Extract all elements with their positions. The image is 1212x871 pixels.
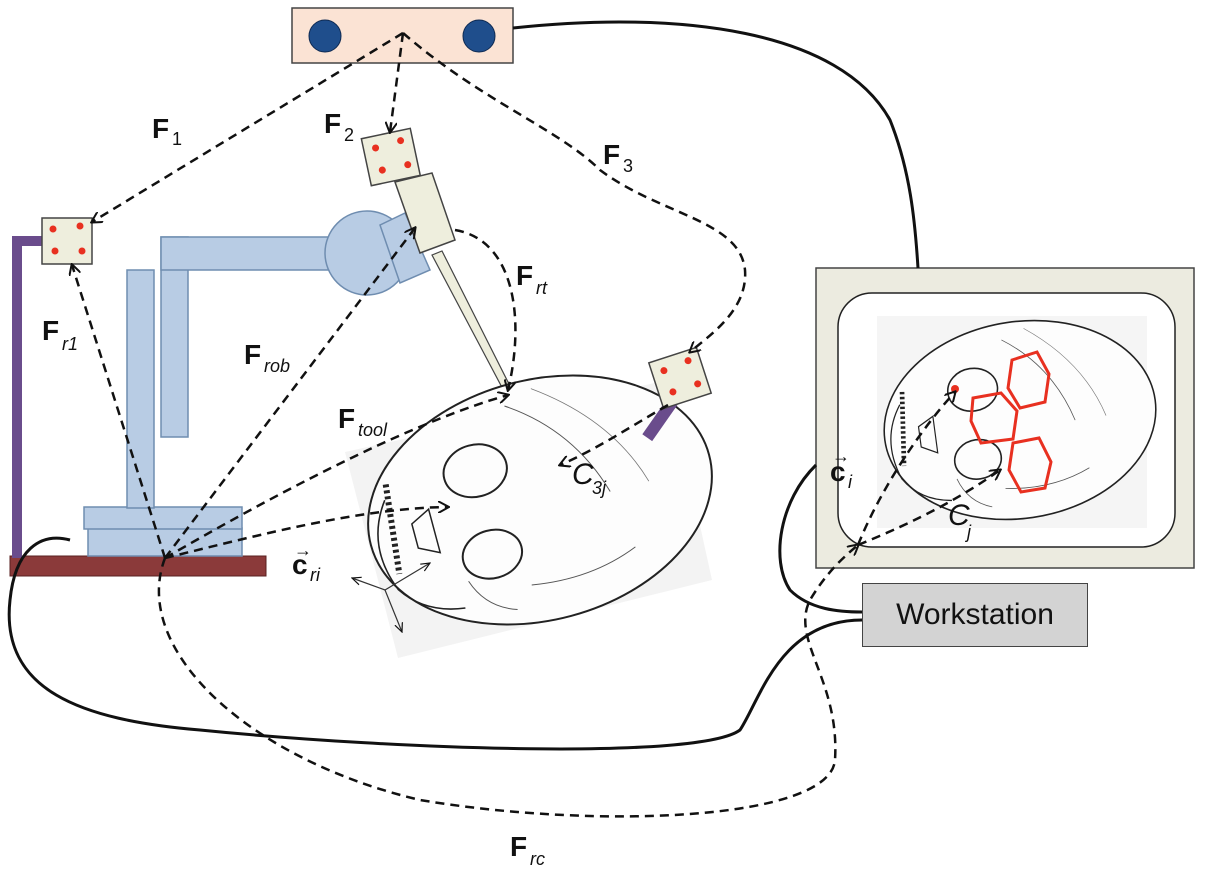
label-c3j: C 3j [572, 458, 607, 498]
contour-point [951, 385, 959, 393]
svg-text:→: → [832, 446, 850, 466]
svg-text:r1: r1 [62, 334, 78, 354]
contour-orbit-top [1006, 350, 1051, 410]
svg-text:F: F [603, 139, 620, 170]
label-cj: C j [948, 499, 972, 542]
label-f3: F 3 [603, 139, 633, 176]
svg-text:2: 2 [344, 125, 354, 145]
patient-skull-image [340, 339, 740, 661]
svg-text:rt: rt [536, 278, 548, 298]
workstation-box: Workstation [862, 583, 1088, 647]
svg-text:rob: rob [264, 356, 290, 376]
label-cri: → c ri [292, 540, 321, 585]
monitor [815, 267, 1195, 569]
reference-post-arm [12, 236, 44, 246]
svg-text:c: c [830, 456, 846, 487]
arrow-f2 [390, 32, 405, 132]
svg-text:1: 1 [172, 129, 182, 149]
label-ci: → c i [830, 446, 853, 492]
svg-text:F: F [510, 831, 527, 862]
arrow-ci [856, 392, 955, 546]
svg-text:i: i [848, 472, 853, 492]
svg-text:C: C [572, 458, 594, 491]
transform-arrows [72, 31, 1000, 818]
svg-text:tool: tool [358, 420, 388, 440]
arrow-frt [454, 228, 517, 390]
svg-text:F: F [516, 260, 533, 291]
svg-text:C: C [948, 499, 970, 532]
contour-nasal [969, 391, 1019, 445]
reference-post [12, 236, 22, 558]
contour-orbit-bottom [1007, 436, 1053, 494]
svg-text:ri: ri [310, 565, 321, 585]
arrow-c3j [560, 403, 669, 465]
cables [7, 20, 920, 751]
label-frt: F rt [516, 260, 548, 298]
camera-lens-left [308, 19, 342, 53]
svg-text:F: F [244, 339, 261, 370]
arrow-frob [164, 228, 415, 559]
svg-text:→: → [294, 540, 312, 560]
arrow-f1 [92, 31, 404, 222]
workstation-label: Workstation [896, 598, 1054, 631]
patient-axes [352, 563, 430, 632]
label-f1: F 1 [152, 113, 182, 149]
tool-holder [394, 172, 514, 396]
svg-text:j: j [964, 522, 972, 542]
robot-arm [83, 210, 431, 557]
arrow-f3 [402, 32, 747, 352]
svg-text:F: F [324, 108, 341, 139]
arrow-cj [857, 470, 1000, 547]
camera-lens-right [462, 19, 496, 53]
svg-text:c: c [292, 549, 308, 580]
base-plate [9, 555, 267, 577]
arrow-fr1 [72, 265, 167, 559]
label-ftool: F tool [338, 403, 388, 440]
arrow-cri [164, 507, 448, 560]
svg-text:F: F [152, 113, 169, 144]
label-fr1: F r1 [42, 315, 78, 354]
svg-text:F: F [338, 403, 355, 434]
label-f2: F 2 [324, 108, 354, 145]
marker-plate-3 [647, 346, 713, 410]
marker-plate-1 [41, 217, 93, 265]
svg-text:3j: 3j [592, 478, 607, 498]
label-frob: F rob [244, 339, 290, 376]
label-frc: F rc [510, 831, 545, 869]
svg-text:F: F [42, 315, 59, 346]
marker-plate-2 [360, 127, 422, 187]
svg-text:rc: rc [530, 849, 545, 869]
svg-text:3: 3 [623, 156, 633, 176]
arrow-ftool [164, 395, 508, 560]
